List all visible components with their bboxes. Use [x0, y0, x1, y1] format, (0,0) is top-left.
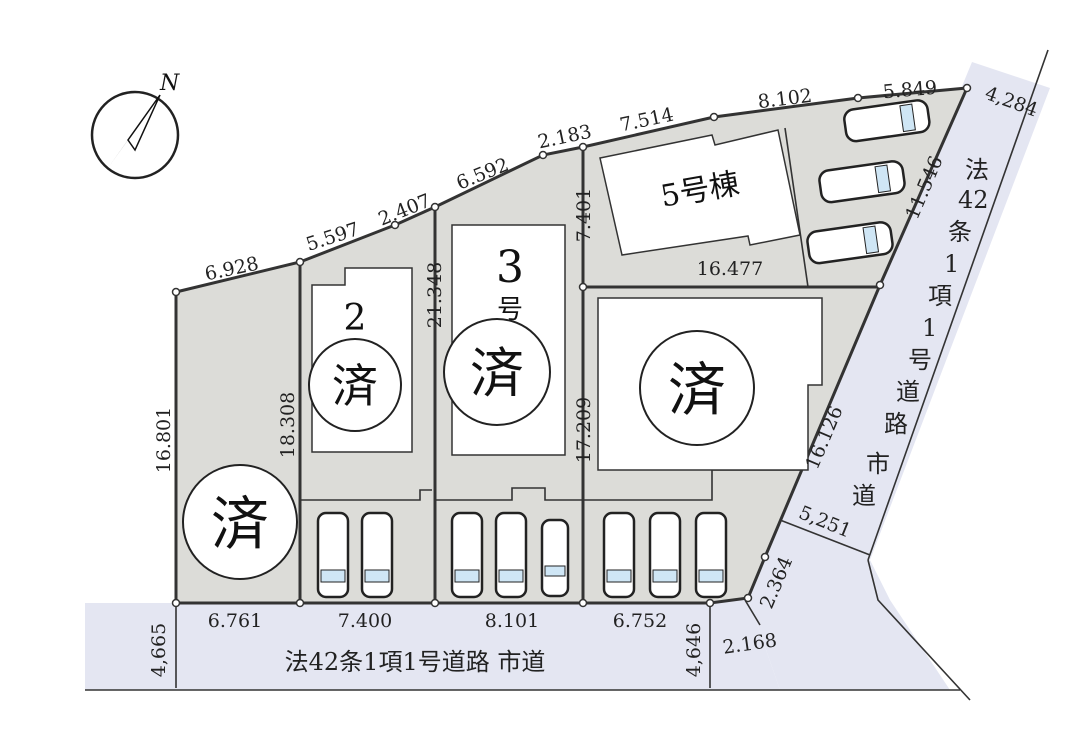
car-icon	[843, 99, 931, 143]
east-road	[748, 62, 1050, 690]
svg-text:法: 法	[965, 156, 989, 184]
dim-bottom-4: 6.752	[613, 610, 667, 632]
lot3-label: 3	[496, 242, 524, 293]
svg-text:路: 路	[884, 410, 908, 438]
dim-lot5-south: 16.477	[697, 258, 763, 280]
car-icon	[494, 511, 528, 599]
svg-text:号: 号	[908, 346, 932, 374]
north-arrow-icon: N	[90, 71, 180, 180]
svg-text:済: 済	[470, 342, 524, 405]
south-road	[85, 598, 780, 690]
dim-bottom-3: 8.101	[485, 610, 539, 632]
lot2-label: 2	[344, 298, 367, 339]
south-road-label: 法42条1項1号道路 市道	[285, 648, 546, 676]
dim-west: 16.801	[153, 407, 175, 473]
dim-divider-1-2: 18.308	[277, 392, 299, 458]
dim-bottom-2: 7.400	[338, 610, 392, 632]
car-icon	[818, 160, 906, 204]
dim-south-road-east: 4,646	[683, 623, 705, 677]
car-icon	[806, 221, 894, 265]
svg-text:道: 道	[896, 378, 920, 406]
car-icon	[360, 511, 394, 599]
dim-top-8: 5.849	[882, 77, 938, 104]
sold-mark-lot4: 済	[639, 330, 755, 446]
dim-divider-2-3: 21.348	[424, 262, 446, 328]
svg-text:条: 条	[948, 218, 972, 246]
dim-divider-3-4-upper: 7.401	[573, 188, 595, 242]
svg-text:済: 済	[668, 356, 726, 424]
car-icon	[450, 511, 484, 599]
car-icon	[694, 511, 728, 599]
sold-mark-lot1: 済	[182, 464, 298, 580]
svg-text:項: 項	[928, 282, 952, 310]
sold-mark-lot3: 済	[443, 318, 551, 426]
svg-text:1: 1	[944, 250, 959, 278]
car-icon	[648, 511, 682, 599]
sold-mark-lot2: 済	[308, 338, 402, 432]
svg-text:1: 1	[922, 314, 937, 342]
dim-divider-3-4-lower: 17.209	[573, 397, 595, 463]
svg-text:道: 道	[852, 482, 876, 510]
car-icon	[316, 511, 350, 599]
svg-text:済: 済	[332, 359, 378, 413]
svg-text:N: N	[159, 71, 180, 96]
dim-bottom-1: 6.761	[208, 610, 262, 632]
svg-text:済: 済	[211, 490, 269, 558]
svg-text:42: 42	[958, 186, 989, 214]
car-icon	[540, 518, 570, 598]
car-icon	[602, 511, 636, 599]
dim-south-road-west: 4,665	[148, 623, 170, 677]
svg-text:市: 市	[866, 450, 890, 478]
parking-cars	[316, 99, 931, 599]
east-road-label: 法 42 条 1 項 1 号 道 路 市 道	[852, 156, 989, 510]
building-lot5	[599, 129, 801, 256]
